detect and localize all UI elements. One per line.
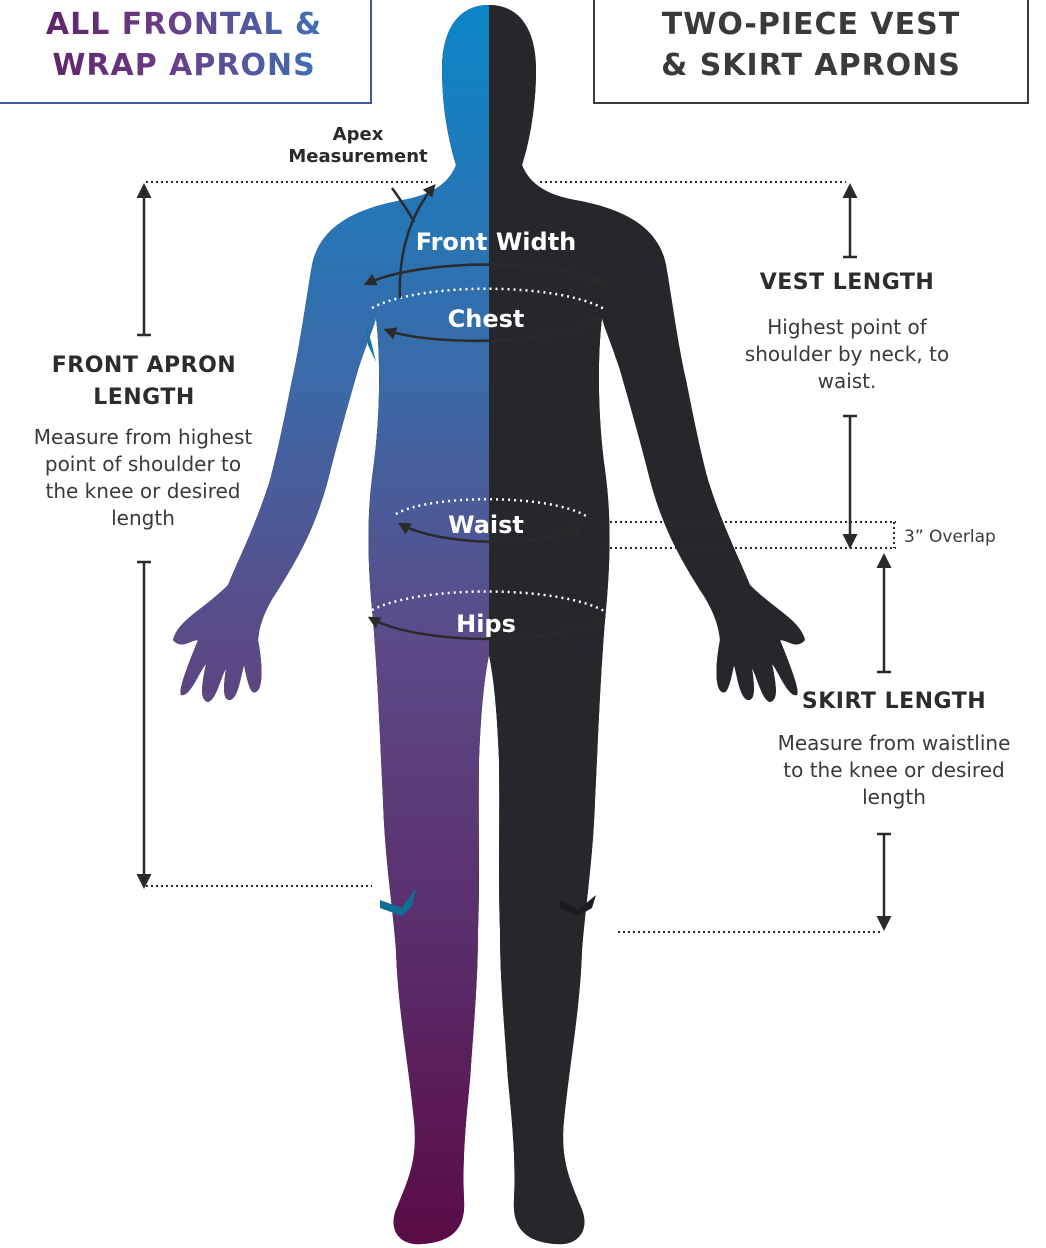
- skirt-length-arrow-top: [877, 556, 891, 672]
- vest-length-heading: VEST LENGTH: [720, 270, 974, 295]
- front-apron-heading-line1: FRONT APRON: [22, 350, 266, 382]
- hips-label: Hips: [456, 610, 516, 638]
- front-apron-desc-line: the knee or desired: [6, 478, 280, 505]
- front-apron-desc-line: Measure from highest: [6, 424, 280, 451]
- skirt-desc-line: to the knee or desired: [752, 757, 1036, 784]
- vest-skirt-aprons-box: TWO-PIECE VEST & SKIRT APRONS: [593, 0, 1029, 104]
- skirt-length-arrow-bottom: [877, 834, 891, 928]
- vest-length-description: Highest point of shoulder by neck, to wa…: [720, 314, 974, 395]
- front-apron-length-heading: FRONT APRON LENGTH: [22, 350, 266, 414]
- skirt-length-description: Measure from waistline to the knee or de…: [752, 730, 1036, 811]
- front-apron-desc-line: length: [6, 505, 280, 532]
- front-apron-desc-line: point of shoulder to: [6, 451, 280, 478]
- apex-label-line2: Measurement: [278, 146, 438, 168]
- front-apron-length-arrow-bottom: [137, 562, 151, 886]
- vest-desc-line: shoulder by neck, to: [720, 341, 974, 368]
- front-apron-length-arrow-top: [137, 186, 151, 335]
- chest-label: Chest: [448, 305, 525, 333]
- vest-length-arrow-top: [843, 186, 857, 257]
- front-apron-heading-line2: LENGTH: [22, 382, 266, 414]
- front-width-label: Front Width: [416, 228, 577, 256]
- waist-label: Waist: [448, 511, 524, 539]
- vest-desc-line: waist.: [720, 368, 974, 395]
- box-right-line1: TWO-PIECE VEST: [595, 4, 1027, 45]
- box-left-line1: ALL FRONTAL &: [0, 4, 370, 45]
- apex-measurement-label: Apex Measurement: [278, 124, 438, 168]
- skirt-length-heading: SKIRT LENGTH: [770, 689, 1018, 714]
- skirt-desc-line: length: [752, 784, 1036, 811]
- frontal-wrap-aprons-box: ALL FRONTAL & WRAP APRONS: [0, 0, 372, 104]
- overlap-label: 3” Overlap: [904, 527, 996, 547]
- apex-label-line1: Apex: [278, 124, 438, 146]
- box-right-line2: & SKIRT APRONS: [595, 45, 1027, 86]
- vest-length-arrow-bottom: [843, 416, 857, 546]
- box-left-line2: WRAP APRONS: [0, 45, 370, 86]
- vest-desc-line: Highest point of: [720, 314, 974, 341]
- front-apron-length-description: Measure from highest point of shoulder t…: [6, 424, 280, 532]
- skirt-desc-line: Measure from waistline: [752, 730, 1036, 757]
